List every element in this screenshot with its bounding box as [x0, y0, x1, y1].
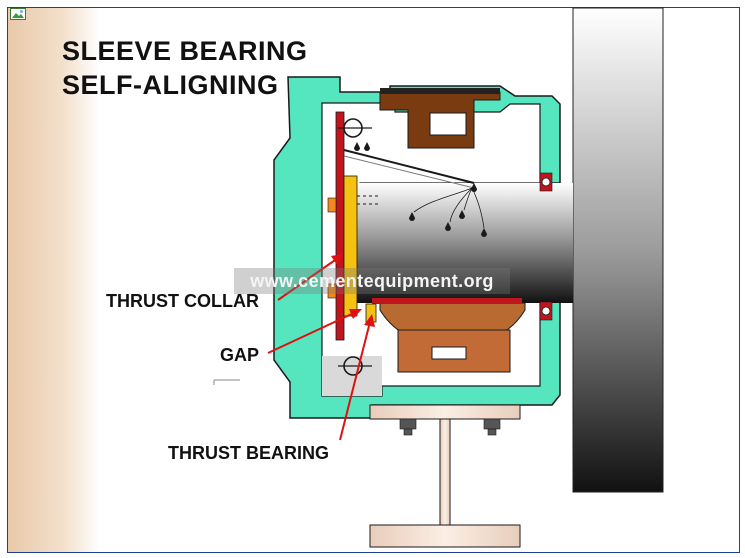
slide-frame	[7, 7, 740, 553]
thrust-collar-plate	[335, 111, 345, 341]
label-gap: GAP	[220, 345, 260, 365]
support-beam	[369, 404, 521, 548]
side-gradient	[8, 8, 100, 552]
label-thrust-collar: THRUST COLLAR	[106, 291, 259, 311]
title-line-2: SELF-ALIGNING	[62, 70, 279, 100]
coupling-hub	[572, 7, 664, 493]
label-thrust-bearing: THRUST BEARING	[168, 443, 329, 463]
broken-image-icon	[10, 8, 26, 20]
title-line-1: SLEEVE BEARING	[62, 36, 308, 66]
mounting-bolts	[399, 418, 501, 436]
shaft	[350, 183, 573, 303]
leader-arrows	[267, 254, 375, 441]
seal-rings	[539, 172, 553, 321]
thrust-collar-face	[343, 175, 358, 317]
watermark: www.cementequipment.org	[234, 268, 510, 294]
